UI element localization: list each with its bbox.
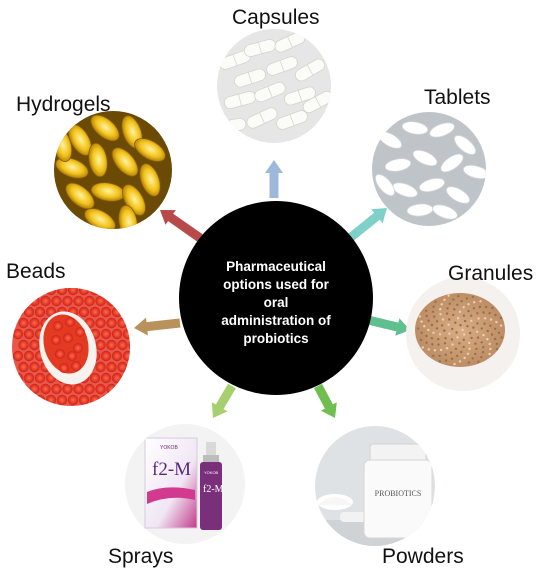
arrow-tablets	[347, 208, 387, 242]
powder-bottle-label: PROBIOTICS	[375, 489, 422, 498]
arrow-granules	[367, 315, 410, 336]
label-beads: Beads	[6, 260, 66, 283]
spray-bottle-top: YOKOB	[204, 470, 219, 475]
center-line-2: options used for	[223, 277, 329, 292]
spray-bottle-brand: f2-M	[203, 484, 224, 495]
center-circle	[179, 201, 373, 395]
label-sprays: Sprays	[108, 545, 173, 568]
powders-image: PROBIOTICS	[315, 426, 435, 546]
capsules-image	[217, 29, 331, 143]
hydrogels-image	[54, 111, 172, 229]
center-line-1: Pharmaceutical	[226, 259, 326, 274]
arrow-capsules	[265, 160, 283, 198]
arrow-sprays	[211, 383, 236, 418]
arrows-group	[134, 160, 410, 418]
center-line-3: oral	[264, 295, 289, 310]
granules-image	[406, 277, 520, 391]
arrow-powders	[314, 383, 337, 418]
beads-image	[12, 288, 130, 406]
label-granules: Granules	[448, 262, 533, 285]
label-hydrogels: Hydrogels	[16, 93, 111, 116]
label-capsules: Capsules	[232, 6, 320, 29]
spray-box-top: YOKOB	[160, 445, 178, 451]
tablets-image	[372, 112, 486, 226]
label-powders: Powders	[382, 545, 464, 568]
arrow-beads	[134, 317, 181, 336]
center-line-5: probiotics	[243, 331, 308, 346]
sprays-image: YOKOB f2-M YOKOB f2-M	[125, 424, 245, 544]
center-node: Pharmaceutical options used for oral adm…	[179, 201, 373, 395]
label-tablets: Tablets	[424, 86, 491, 109]
center-line-4: administration of	[221, 313, 331, 328]
spray-box-brand: f2-M	[152, 459, 191, 480]
arrow-hydrogels	[160, 210, 203, 242]
